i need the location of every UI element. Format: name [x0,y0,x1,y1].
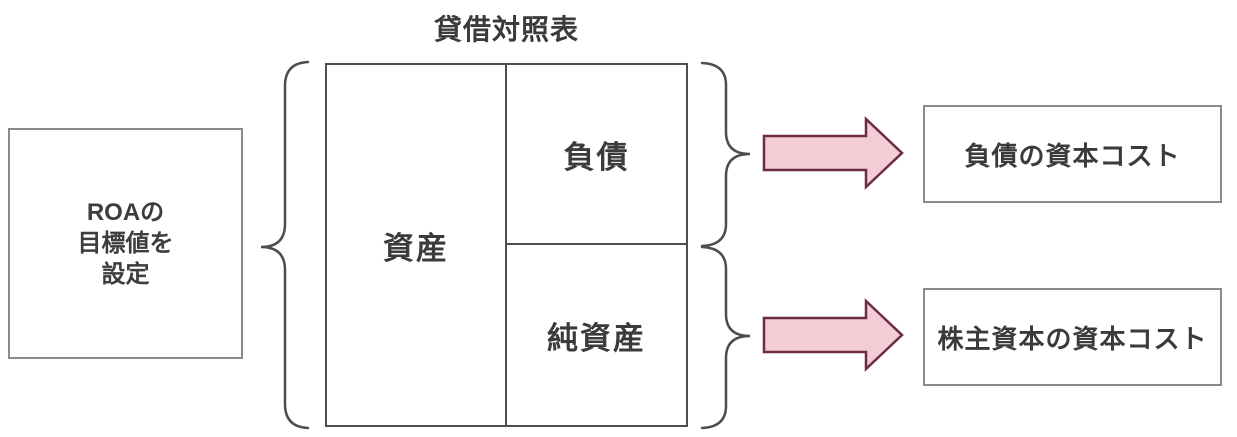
roa-target-line: 目標値を [77,230,174,257]
debt-cost-box: 負債の資本コスト [923,105,1222,203]
liabilities-cell: 負債 [507,65,686,245]
liabilities-brace [700,61,751,248]
roa-target-text: ROAの 目標値を 設定 [78,197,174,290]
roa-target-line: ROAの [86,199,165,226]
roa-target-box: ROAの 目標値を 設定 [8,128,243,359]
balance-sheet-title: 貸借対照表 [433,14,579,45]
balance-sheet-table: 資産 負債 純資産 [325,63,688,427]
equity-arrow-icon [762,298,904,372]
assets-cell: 資産 [327,65,507,425]
debt-arrow-icon [762,116,904,190]
net-assets-brace [700,245,751,430]
left-brace [260,60,310,430]
equity-cost-box: 株主資本の資本コスト [923,288,1222,386]
roa-target-line: 設定 [101,261,150,288]
net-assets-cell: 純資産 [547,320,646,356]
